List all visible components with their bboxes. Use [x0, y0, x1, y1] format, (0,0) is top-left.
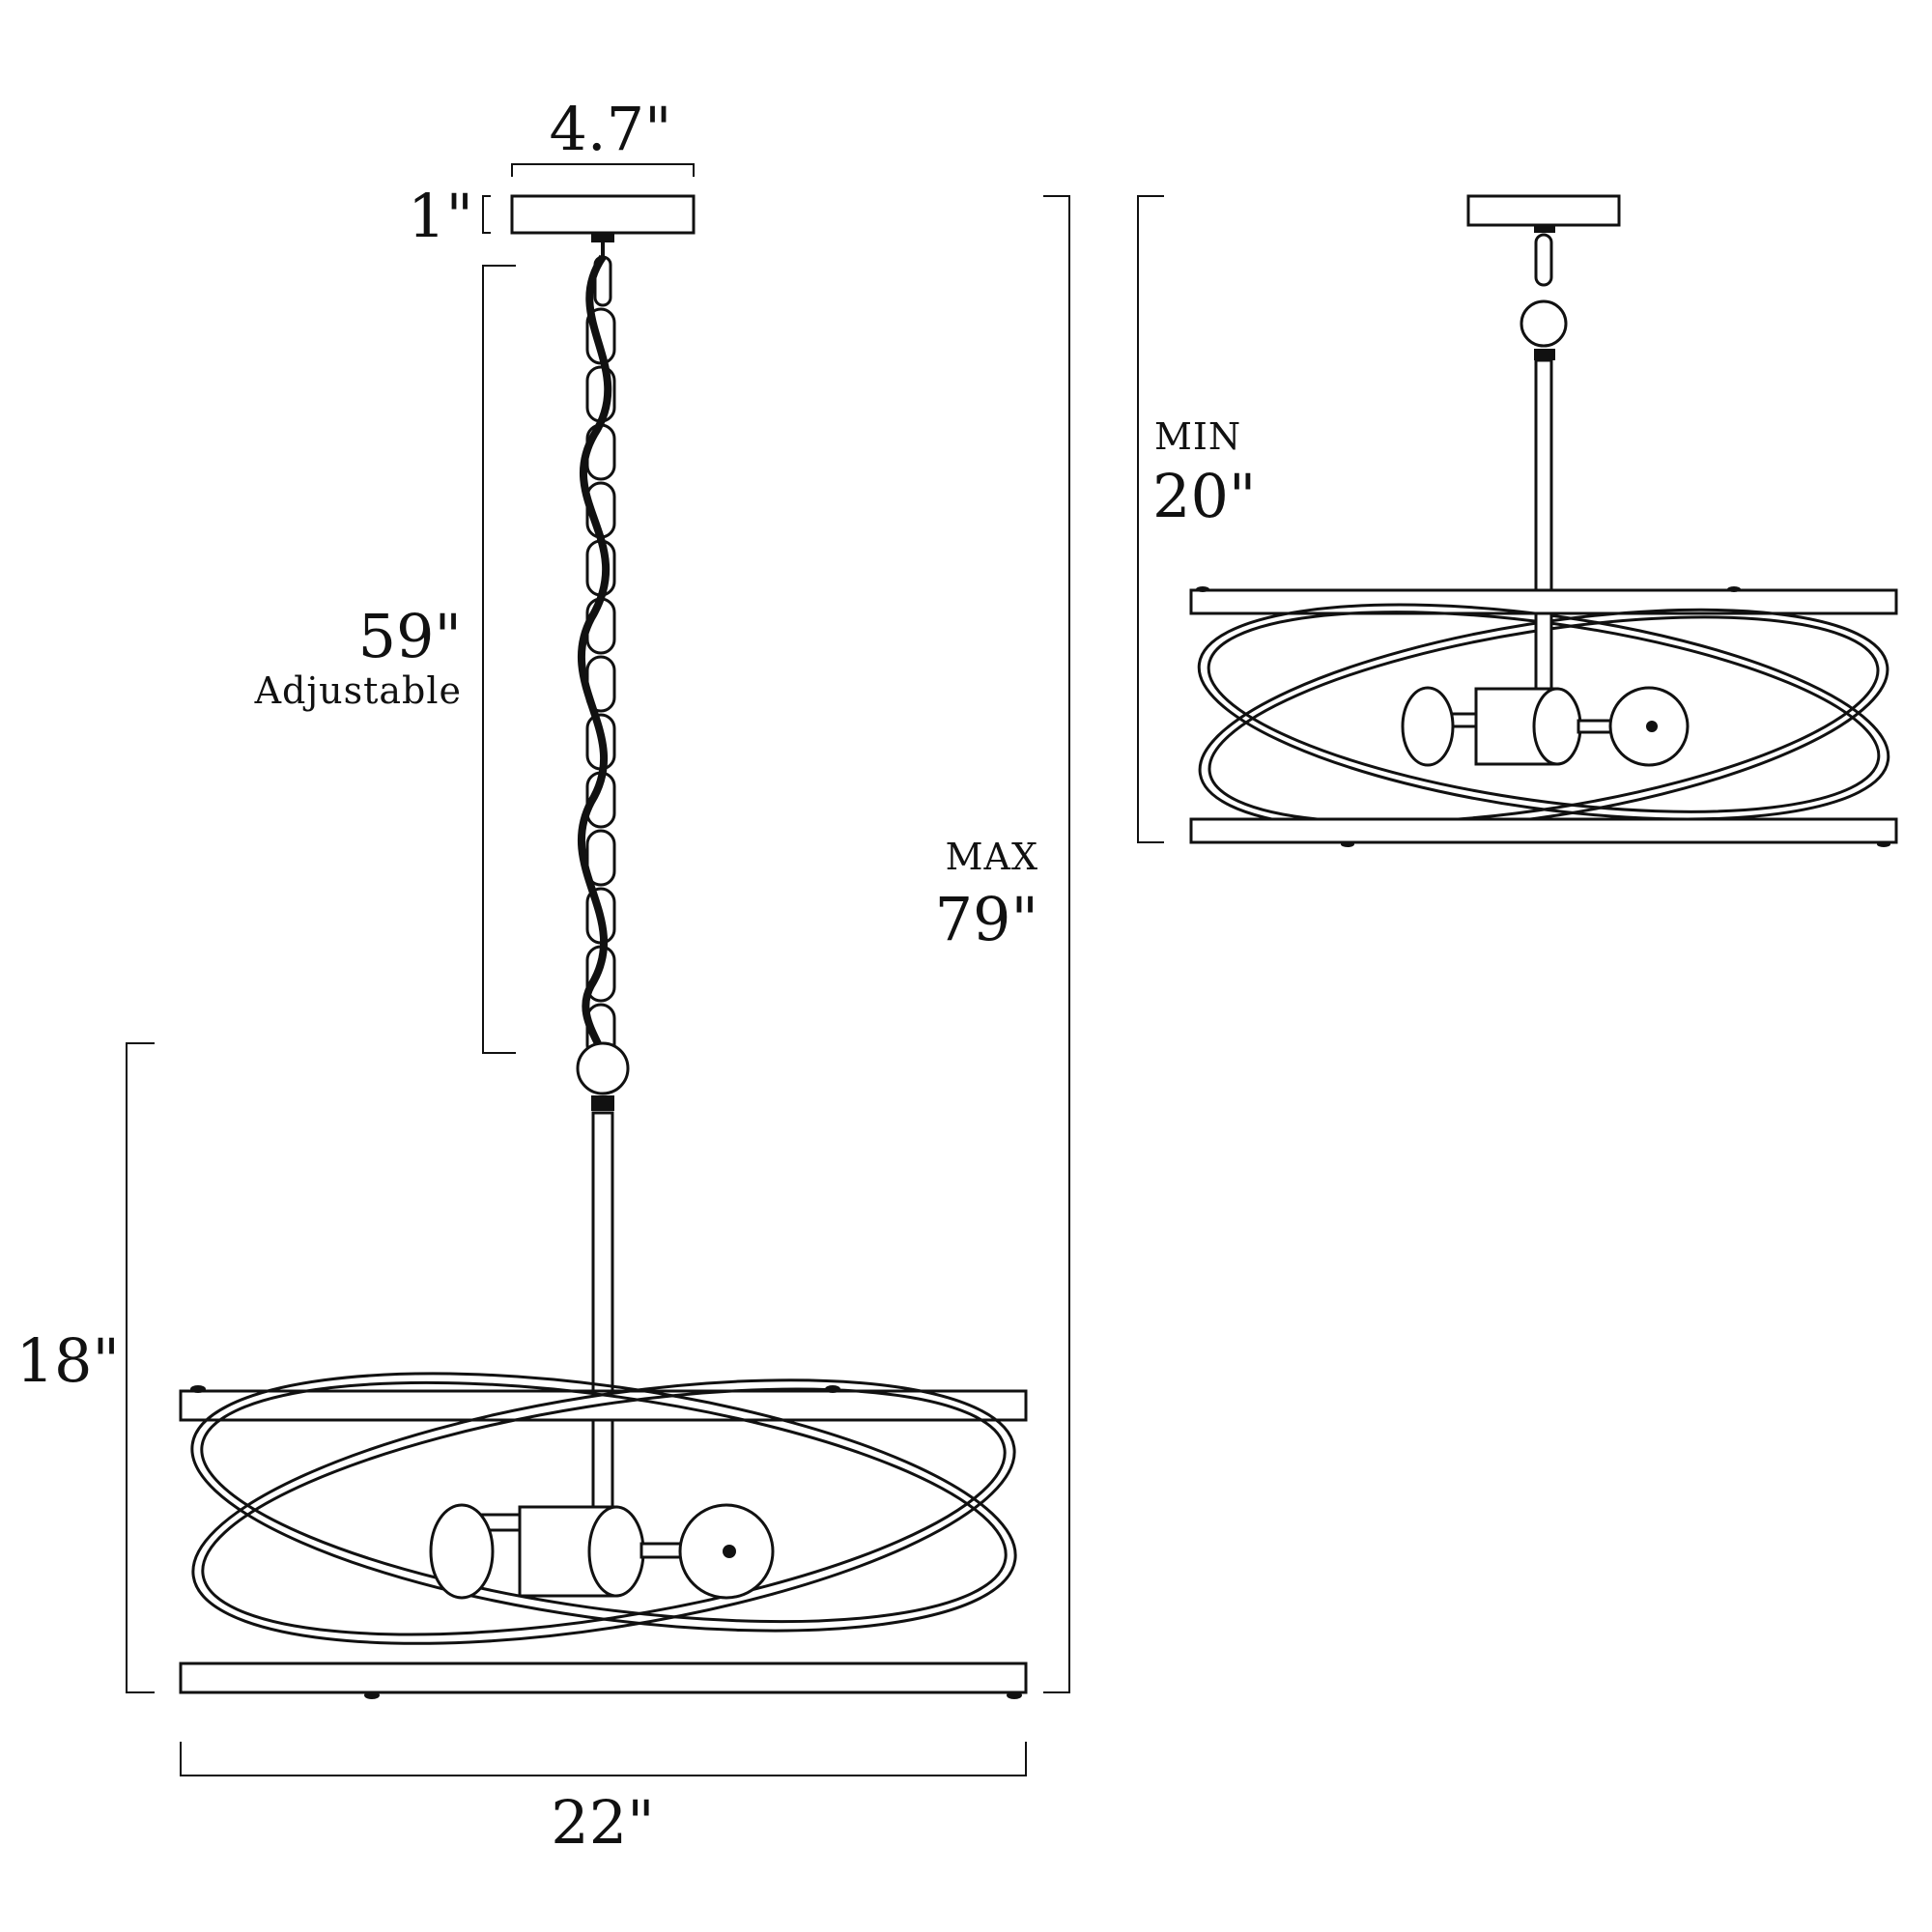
bulb-socket-left [429, 1503, 495, 1600]
fixture-height-label: 18" [16, 1325, 120, 1396]
orbital-rings-min [1197, 603, 1890, 832]
max-configuration-drawing [179, 194, 1028, 1699]
chain-length-bracket [482, 265, 516, 1054]
min-height-bracket [1137, 195, 1164, 843]
max-height-bracket [1043, 195, 1070, 1693]
canopy-width-bracket [511, 163, 695, 177]
fixture-height-bracket [126, 1042, 155, 1693]
chain-length-label: 59" [358, 601, 462, 671]
bottom-band [179, 1662, 1028, 1694]
canopy [510, 194, 696, 235]
loop-ring [576, 1041, 630, 1095]
max-value-label: 79" [935, 884, 1038, 954]
chain-note-label: Adjustable [254, 669, 462, 712]
downrod [591, 1111, 614, 1393]
max-caption: MAX [946, 836, 1038, 878]
bottom-band-min [1189, 817, 1898, 844]
min-configuration-drawing [1189, 194, 1898, 847]
min-value-label: 20" [1152, 461, 1256, 531]
top-band-min [1189, 588, 1898, 615]
loop-ring-min [1520, 299, 1568, 348]
bulb-socket-left-min [1401, 686, 1455, 767]
power-cord [577, 254, 612, 1084]
min-caption: MIN [1154, 415, 1241, 458]
canopy-min [1466, 194, 1621, 227]
fixture-width-label: 22" [551, 1787, 654, 1858]
orbital-rings [190, 1372, 1017, 1645]
canopy-height-label: 1" [408, 181, 473, 251]
canopy-nipple [591, 233, 614, 242]
downrod-min [1534, 358, 1553, 592]
canopy-width-label: 4.7" [549, 94, 671, 164]
canopy-height-bracket [482, 195, 491, 234]
fixture-width-bracket [180, 1742, 1027, 1776]
